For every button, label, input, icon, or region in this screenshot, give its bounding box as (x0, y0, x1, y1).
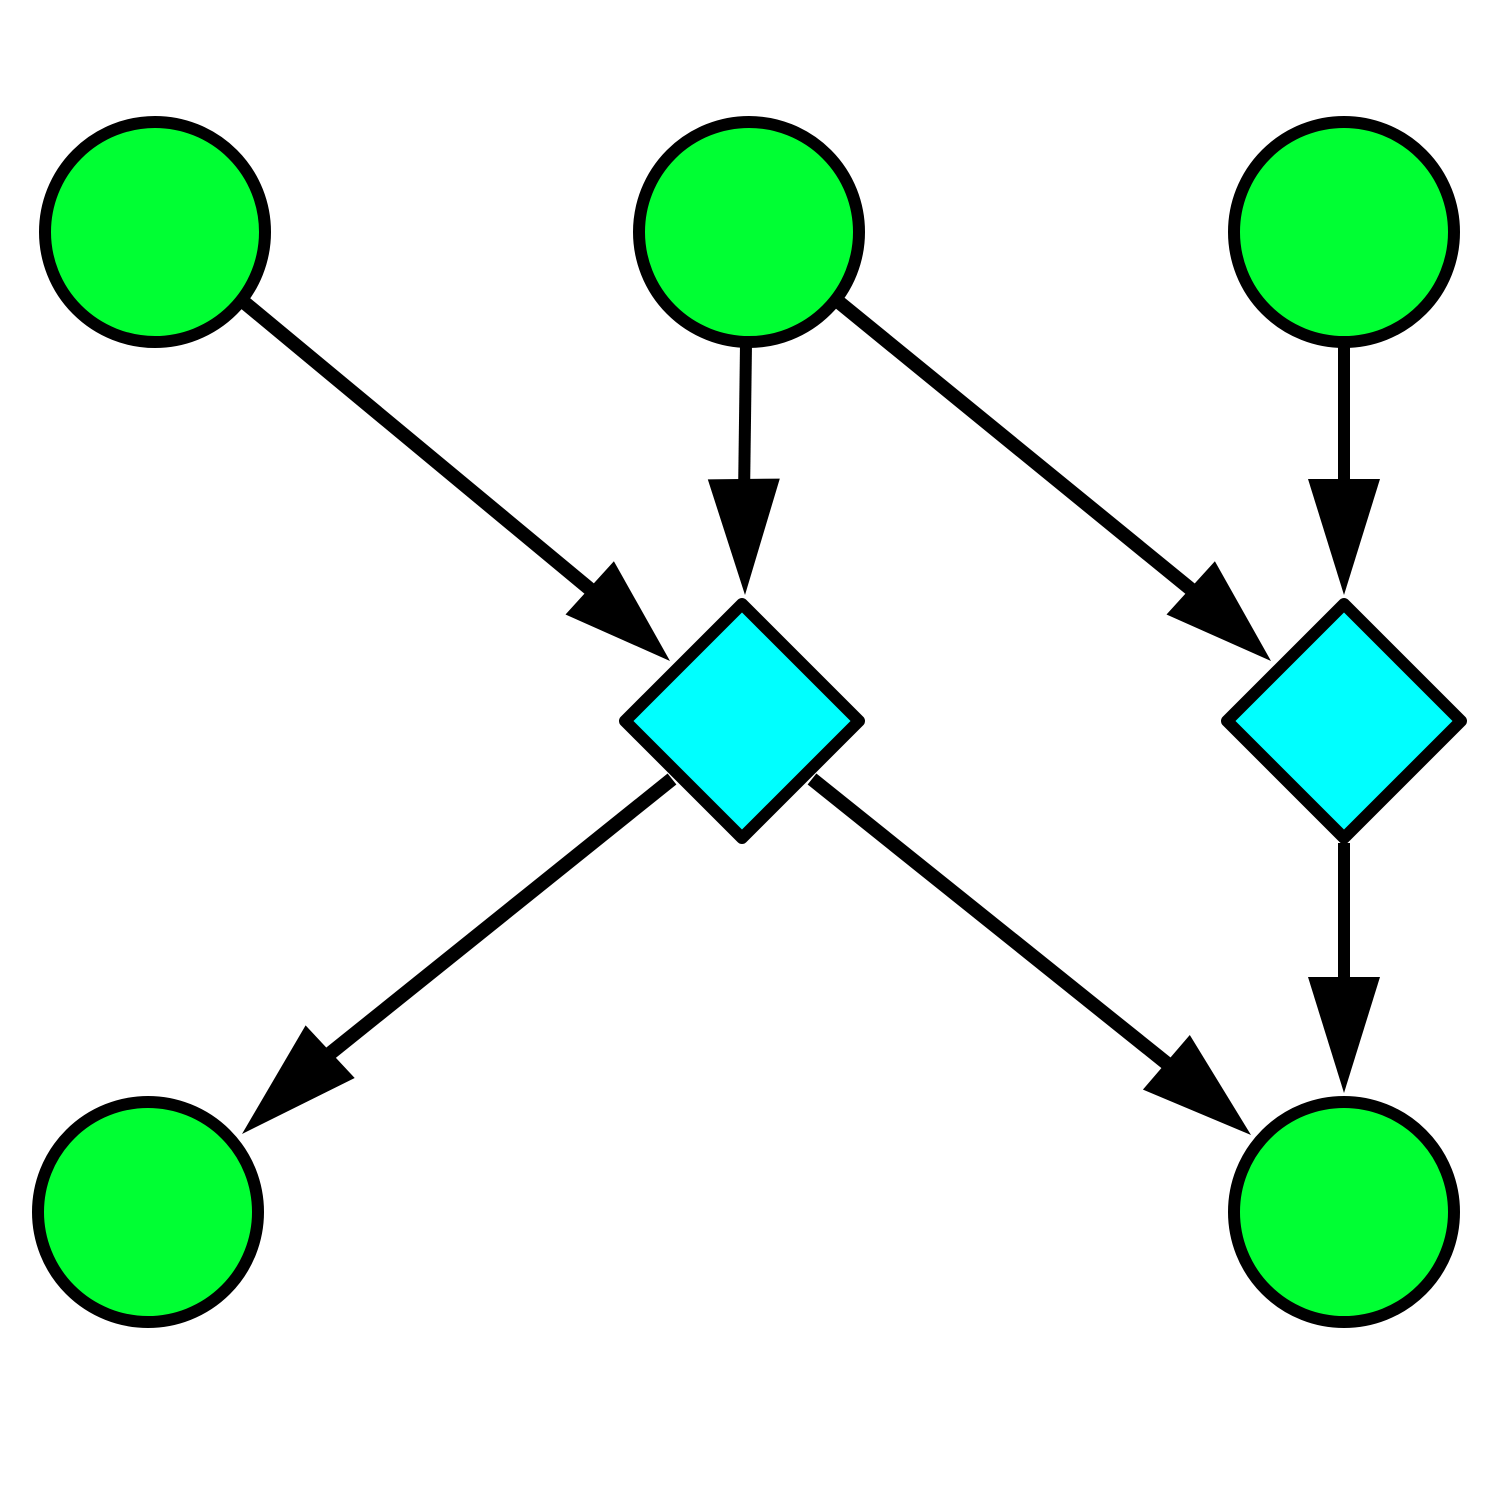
place-node-p2 (633, 116, 865, 348)
place-node-p1 (39, 116, 271, 348)
edges-layer (240, 297, 1380, 1135)
place-node-p5 (1228, 1096, 1460, 1328)
edge-p1-t1 (240, 297, 670, 661)
place-node-p4 (32, 1096, 264, 1328)
edge-t1-p5 (807, 773, 1251, 1135)
transition-node-t1 (619, 598, 865, 844)
arrowhead-icon (565, 561, 670, 661)
edge-line (312, 773, 677, 1070)
transition-node-t2 (1221, 598, 1467, 844)
arrowhead-icon (1308, 977, 1380, 1093)
arrowhead-icon (1308, 479, 1380, 595)
edge-t2-p5 (1308, 843, 1380, 1093)
arrowhead-icon (1142, 1035, 1251, 1135)
edge-line (807, 773, 1185, 1080)
edge-line (835, 297, 1209, 606)
edge-t1-p4 (242, 773, 677, 1134)
arrowhead-icon (1166, 561, 1271, 661)
arrowhead-icon (242, 1025, 355, 1134)
edge-line (240, 297, 608, 606)
edge-p3-t2 (1308, 344, 1380, 595)
edge-p2-t1 (707, 343, 780, 595)
edge-line (738, 343, 752, 498)
edge-p2-t2 (835, 297, 1271, 661)
nodes-layer (32, 116, 1467, 1328)
place-node-p3 (1228, 116, 1460, 348)
arrowhead-icon (707, 478, 780, 595)
